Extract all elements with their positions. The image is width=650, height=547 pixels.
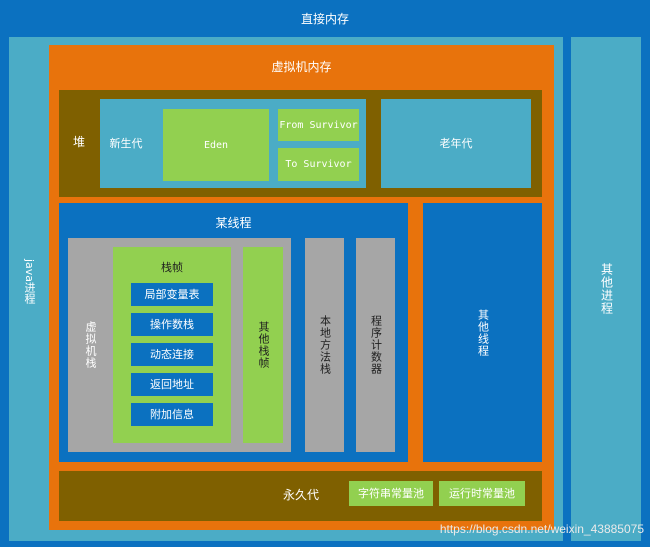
eden-box: Eden	[163, 109, 269, 181]
other-frames-label: 其他栈帧	[257, 321, 270, 369]
other-threads-label: 其他线程	[476, 308, 490, 357]
frame-item-return-address: 返回地址	[131, 373, 213, 396]
vm-stack-label: 虚拟机栈	[84, 321, 97, 369]
frame-item-operand-stack: 操作数栈	[131, 313, 213, 336]
native-stack-label: 本地方法栈	[318, 315, 332, 375]
other-frames-box: 其他栈帧	[243, 247, 283, 443]
watermark: https://blog.csdn.net/weixin_43885075	[439, 522, 644, 536]
frame-item-dynamic-link: 动态连接	[131, 343, 213, 366]
vm-memory-label: 虚拟机内存	[271, 59, 332, 74]
other-threads-box: 其他线程	[423, 203, 542, 462]
perm-gen-label: 永久代	[282, 487, 319, 502]
direct-memory-label: 直接内存	[300, 11, 349, 26]
thread-label: 某线程	[215, 215, 252, 230]
frame-item-local-vars: 局部变量表	[131, 283, 213, 306]
to-survivor-box: To Survivor	[278, 148, 359, 181]
other-process-label: 其他进程	[599, 263, 614, 315]
old-gen-box: 老年代	[381, 99, 531, 188]
heap-label: 堆	[72, 134, 85, 149]
young-gen-label: 新生代	[109, 137, 143, 150]
from-survivor-box: From Survivor	[278, 109, 359, 141]
pc-register-box: 程序计数器	[356, 238, 395, 452]
string-pool-box: 字符串常量池	[349, 481, 433, 506]
pc-register-label: 程序计数器	[369, 315, 383, 375]
native-stack-box: 本地方法栈	[305, 238, 344, 452]
runtime-pool-box: 运行时常量池	[439, 481, 525, 506]
frame-item-extra-info: 附加信息	[131, 403, 213, 426]
java-process-label: java进程	[23, 259, 36, 305]
other-process-box: 其他进程	[571, 37, 641, 541]
stack-frame-label: 栈帧	[161, 261, 183, 274]
